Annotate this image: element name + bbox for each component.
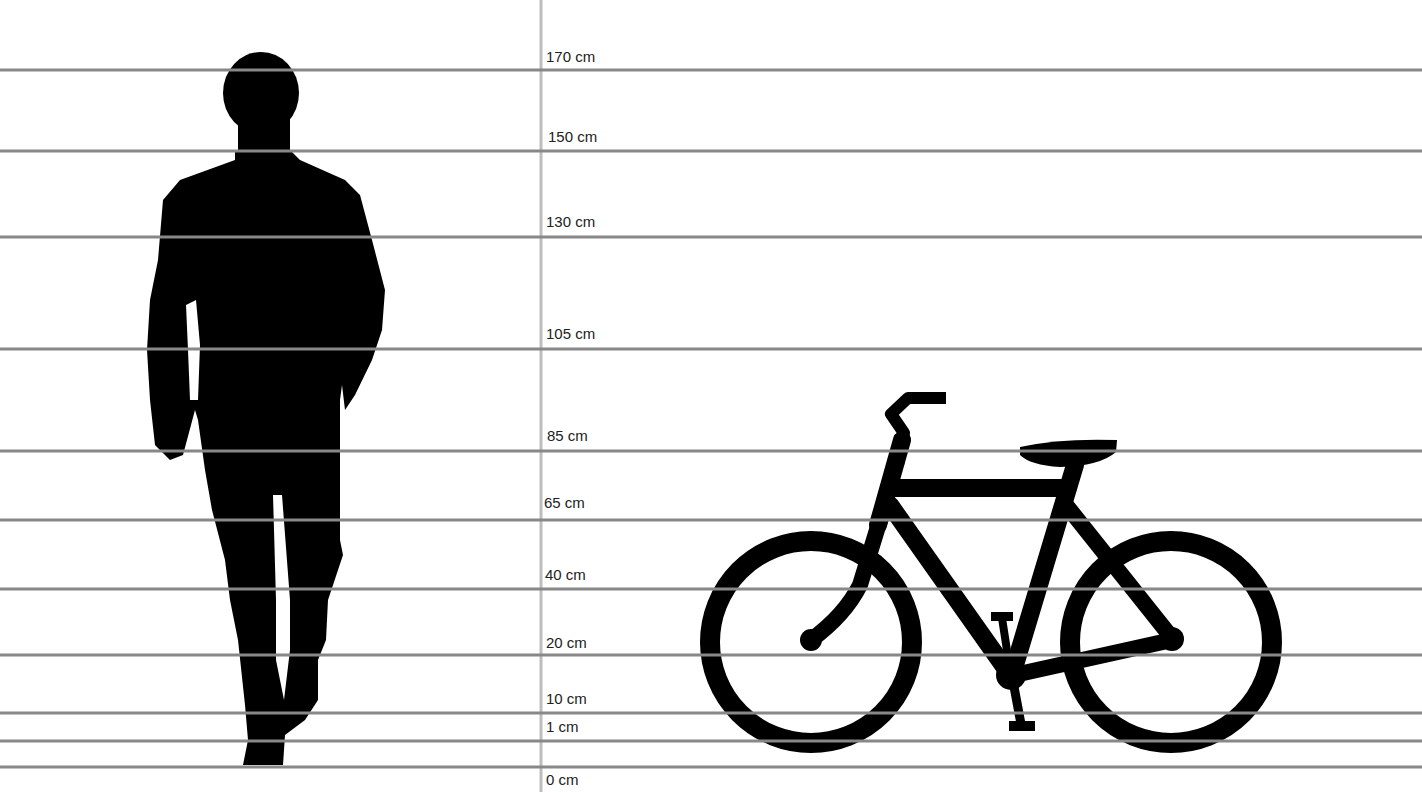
- chain-stay: [1010, 640, 1172, 676]
- rear-hub: [1160, 627, 1184, 651]
- person-body: [147, 150, 385, 765]
- saddle: [1020, 440, 1117, 467]
- pedal: [991, 612, 1013, 621]
- leg-gap: [273, 495, 290, 700]
- height-label: 150 cm: [548, 128, 597, 146]
- grid-line: [0, 236, 1422, 239]
- height-label: 10 cm: [546, 690, 587, 708]
- grid-line: [0, 654, 1422, 657]
- grid-line: [0, 348, 1422, 351]
- height-label: 170 cm: [546, 48, 595, 66]
- grid-line: [0, 588, 1422, 591]
- height-label: 40 cm: [545, 566, 586, 584]
- height-label: 65 cm: [544, 494, 585, 512]
- grid-line: [0, 712, 1422, 715]
- top-tube: [895, 479, 1062, 497]
- height-label: 85 cm: [547, 427, 588, 445]
- grid-line: [0, 450, 1422, 453]
- grid-line: [0, 766, 1422, 769]
- height-label: 20 cm: [546, 634, 587, 652]
- height-label: 105 cm: [546, 325, 595, 343]
- grid-line: [0, 519, 1422, 522]
- bicycle-parts: [800, 440, 1184, 731]
- seat-stay: [1066, 505, 1172, 638]
- height-label: 0 cm: [546, 771, 579, 789]
- seat-tube: [1012, 465, 1075, 675]
- height-label: 130 cm: [546, 213, 595, 231]
- handlebar: [891, 398, 946, 465]
- front-hub: [800, 629, 822, 651]
- scale-axis: [540, 0, 543, 792]
- person-silhouette: [147, 52, 385, 765]
- grid-line: [0, 69, 1422, 72]
- fork: [811, 520, 880, 640]
- pedal: [1009, 721, 1035, 731]
- bottom-bracket: [996, 660, 1026, 690]
- grid-line: [0, 150, 1422, 153]
- height-label: 1 cm: [546, 718, 579, 736]
- grid-line: [0, 740, 1422, 743]
